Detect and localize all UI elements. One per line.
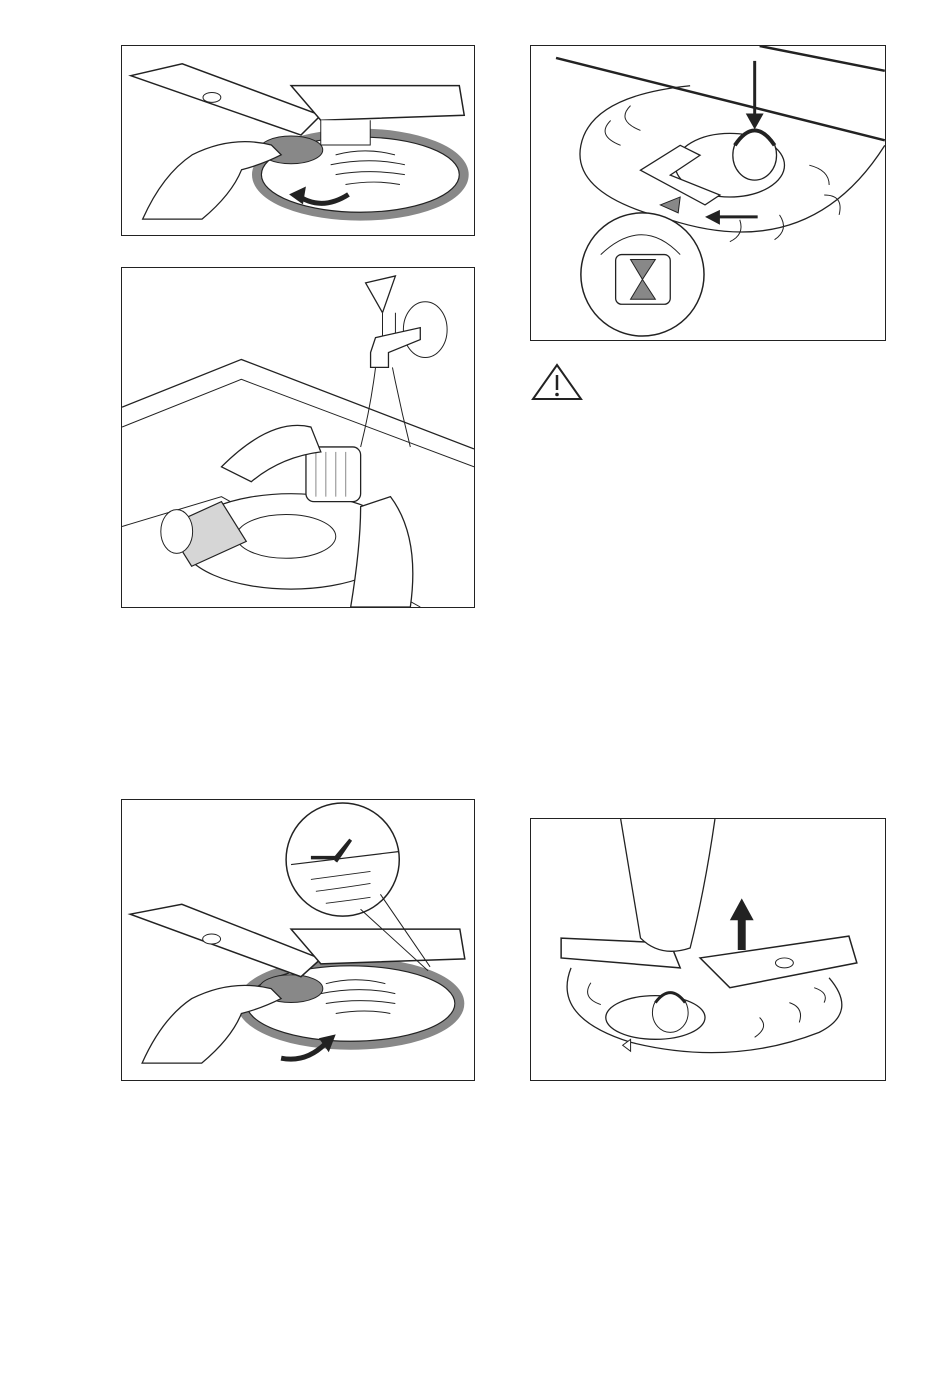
spray-arm-lift-drawing (531, 819, 885, 1080)
illustration-rinse-filters (121, 267, 475, 608)
warning-triangle-icon (530, 362, 584, 402)
filter-rinse-drawing (122, 268, 474, 607)
illustration-lock-filter (530, 45, 886, 341)
illustration-lift-spray-arm (530, 818, 886, 1081)
illustration-remove-spray-arm (121, 45, 475, 236)
filter-lock-drawing (531, 46, 885, 340)
spray-arm-refit-drawing (122, 800, 474, 1080)
illustration-refit-spray-arm (121, 799, 475, 1081)
spray-arm-removal-drawing (122, 46, 474, 235)
